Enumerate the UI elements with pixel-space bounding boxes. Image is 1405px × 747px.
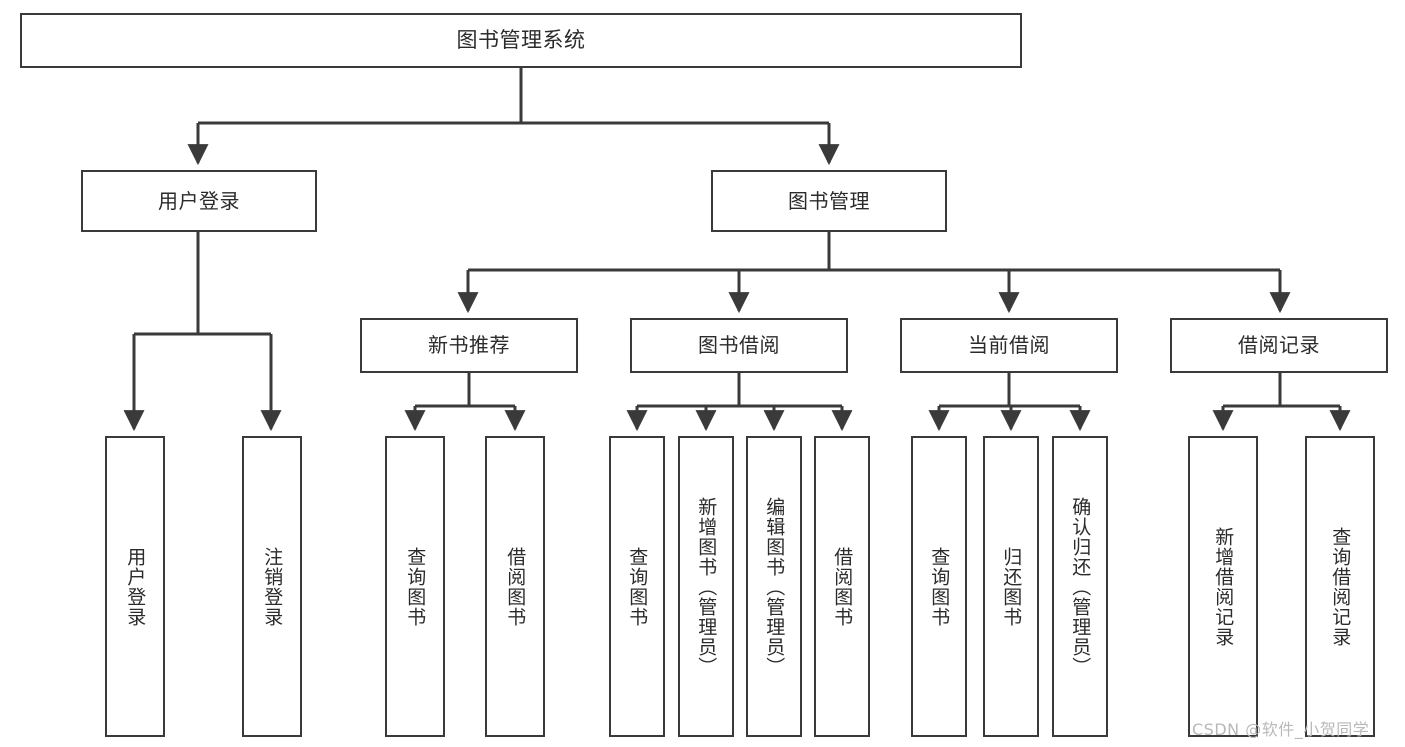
- node-root[interactable]: 图书管理系统: [20, 13, 1022, 68]
- node-label: 查询图书: [626, 546, 649, 627]
- node-label: 编辑图书（管理员）: [763, 496, 786, 677]
- node-label: 确认归还（管理员）: [1069, 496, 1092, 677]
- node-label: 用户登录: [158, 188, 240, 213]
- node-label: 查询图书: [404, 546, 427, 627]
- node-label: 新书推荐: [428, 333, 510, 358]
- node-user-login[interactable]: 用户登录: [81, 170, 317, 232]
- node-book-management[interactable]: 图书管理: [711, 170, 947, 232]
- node-label: 图书管理: [788, 188, 870, 213]
- leaf-query-borrow-record[interactable]: 查询借阅记录: [1305, 436, 1375, 737]
- leaf-query-book-borrow[interactable]: 查询图书: [609, 436, 665, 737]
- node-label: 借阅记录: [1238, 333, 1320, 358]
- node-label: 借阅图书: [831, 546, 854, 627]
- leaf-add-borrow-record[interactable]: 新增借阅记录: [1188, 436, 1258, 737]
- leaf-return-book[interactable]: 归还图书: [983, 436, 1039, 737]
- node-label: 注销登录: [261, 546, 284, 627]
- node-label: 归还图书: [1000, 546, 1023, 627]
- leaf-query-book-recommend[interactable]: 查询图书: [385, 436, 445, 737]
- node-label: 查询图书: [928, 546, 951, 627]
- leaf-user-login[interactable]: 用户登录: [105, 436, 165, 737]
- leaf-logout[interactable]: 注销登录: [242, 436, 302, 737]
- node-borrow-record[interactable]: 借阅记录: [1170, 318, 1388, 373]
- node-label: 图书借阅: [698, 333, 780, 358]
- node-label: 当前借阅: [968, 333, 1050, 358]
- node-label: 用户登录: [124, 546, 147, 627]
- node-label: 新增图书（管理员）: [695, 496, 718, 677]
- node-new-book-recommend[interactable]: 新书推荐: [360, 318, 578, 373]
- node-label: 新增借阅记录: [1212, 526, 1235, 647]
- node-label: 借阅图书: [504, 546, 527, 627]
- leaf-query-book-current[interactable]: 查询图书: [911, 436, 967, 737]
- node-current-borrow[interactable]: 当前借阅: [900, 318, 1118, 373]
- leaf-add-book-admin[interactable]: 新增图书（管理员）: [678, 436, 734, 737]
- node-label: 图书管理系统: [456, 27, 586, 52]
- leaf-edit-book-admin[interactable]: 编辑图书（管理员）: [746, 436, 802, 737]
- node-book-borrow[interactable]: 图书借阅: [630, 318, 848, 373]
- leaf-borrow-book[interactable]: 借阅图书: [814, 436, 870, 737]
- node-label: 查询借阅记录: [1329, 526, 1352, 647]
- leaf-borrow-book-recommend[interactable]: 借阅图书: [485, 436, 545, 737]
- leaf-confirm-return-admin[interactable]: 确认归还（管理员）: [1052, 436, 1108, 737]
- watermark: CSDN @软件_小贺同学: [1192, 720, 1370, 739]
